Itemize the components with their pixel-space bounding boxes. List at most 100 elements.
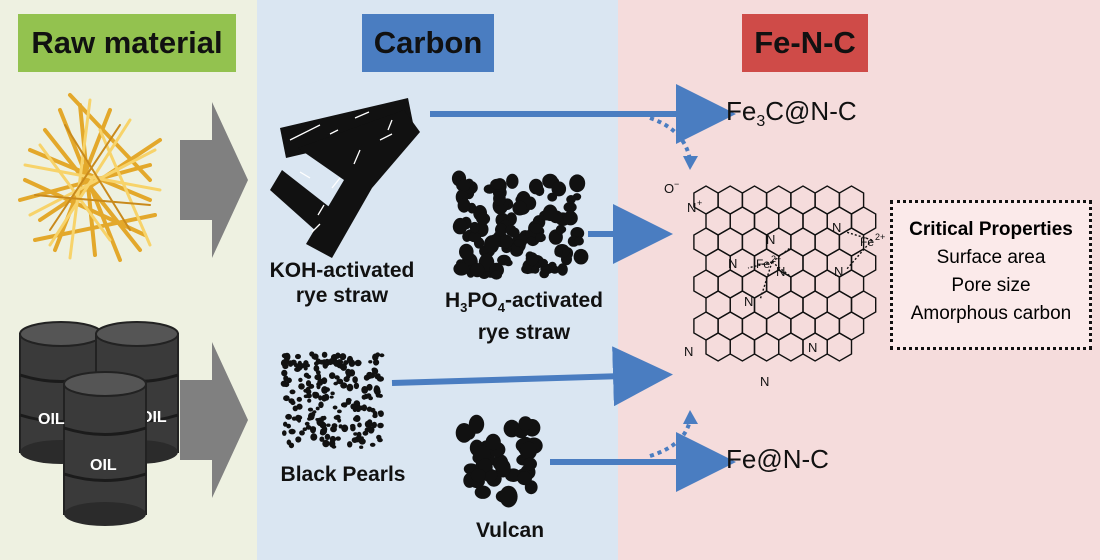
black-pearl-particle [321,351,328,358]
black-pearl-particle [377,437,383,443]
black-pearl-particle [328,358,334,363]
black-pearl-particle [369,442,376,447]
fe-n-c-header: Fe-N-C [742,14,868,72]
black-pearl-particle [367,426,375,434]
koh-label-line1: KOH-activated [269,259,415,282]
black-pearl-particle [341,424,349,433]
h3po4-particle [548,261,557,270]
h3po4-particle [453,262,470,276]
black-pearl-particle [363,374,370,381]
h3po4-particle [484,235,500,254]
black-pearl-particle [377,410,382,415]
black-pearl-particle [372,367,379,375]
h3po4-particle [512,200,527,216]
h3po4-particle [557,263,568,276]
fe-center-label: Fe [756,257,770,271]
black-pearl-particle [324,387,331,392]
black-pearl-particle [310,426,316,434]
h3po4-particle [569,174,586,193]
h3po4-particle [506,173,519,189]
black-pearl-particle [310,433,318,441]
vulcan-illustration [455,414,543,508]
black-pearl-particle [330,391,335,396]
h3po4-particle [495,223,507,237]
black-pearl-particle [377,422,384,429]
vulcan-particle [470,468,486,483]
black-pearl-particle [332,405,338,410]
structure-labels: O − N + Fe 2+ Fe 2+ N N N N N N N N N [664,179,885,389]
black-pearl-particle [315,370,321,375]
h3po4-particle [493,191,506,206]
h3po4-particle [555,224,565,235]
black-pearl-particle [305,380,312,387]
fe-n-coordination-bond [845,239,873,271]
black-pearl-particle [286,423,291,429]
fe-n-coordination-bond [759,261,773,301]
nitrogen-label: N [766,232,775,247]
black-pearl-particle [330,425,337,433]
black-pearl-particle [322,439,330,448]
h3po4-particle [490,178,505,190]
black-pearl-particle [359,445,364,449]
black-pearl-particle [307,407,314,412]
black-pearl-particle [310,411,316,417]
black-pearl-particle [340,382,348,389]
h3po4-particle [542,204,558,222]
black-pearl-particle [346,355,354,364]
h3po4-particle [529,223,543,234]
black-pearl-particle [368,360,373,364]
black-pearl-particle [361,404,368,412]
vulcan-particle [517,471,532,486]
property-item: Pore size [951,275,1031,296]
black-pearl-particle [334,415,340,420]
h3po4-particle [468,232,482,243]
h3po4-label-line1: H3PO4-activated [444,289,604,316]
h3po4-particle [513,239,524,247]
h3po4-particle [539,269,550,279]
black-pearl-particle [295,414,302,422]
black-pearl-particle [288,442,295,449]
vulcan-particle [478,458,492,473]
black-pearl-particle [314,361,319,366]
black-pearl-particle [329,395,334,399]
black-pearl-particle [280,359,289,367]
black-pearl-particle [346,383,354,392]
black-pearl-particle [289,389,296,395]
black-pearl-particle [336,378,344,385]
charge-label: 2+ [771,254,781,264]
black-pearl-particle [353,432,358,436]
vulcan-particle [468,414,485,434]
black-pearl-particle [338,424,343,429]
black-pearl-particle [353,382,360,390]
black-pearl-particle [374,385,379,390]
black-pearl-particle [317,378,324,386]
carbon-header: Carbon [362,14,494,72]
black-pearl-particle [321,394,328,402]
arrow-pearls-to-structure [391,346,673,407]
black-pearl-particle [326,423,331,427]
black-pearl-particle [291,416,297,421]
carbon-ring [826,332,853,362]
oxygen-label: O [664,181,674,196]
critical-properties-title: Critical Properties [909,219,1073,240]
black-pearls-illustration [280,351,385,449]
black-pearl-particle [281,369,288,377]
gray-arrow-top [180,102,248,258]
vulcan-particle [518,416,533,431]
gray-arrow-bottom [180,342,248,498]
black-pearl-particle [329,372,336,379]
black-pearl-particle [361,386,369,394]
h3po4-particle [497,234,514,249]
h3po4-particle [535,232,546,243]
black-pearl-particle [357,422,362,428]
black-pearl-particle [283,395,290,402]
black-pearl-particle [283,352,291,361]
black-pearl-particle [299,430,305,436]
black-pearl-particle [296,396,302,402]
black-pearl-particle [342,402,348,408]
critical-properties-box: Critical Properties Surface area Pore si… [890,200,1092,350]
h3po4-particle [538,258,548,267]
black-pearl-particle [298,383,305,390]
carbon-ring [729,332,756,362]
